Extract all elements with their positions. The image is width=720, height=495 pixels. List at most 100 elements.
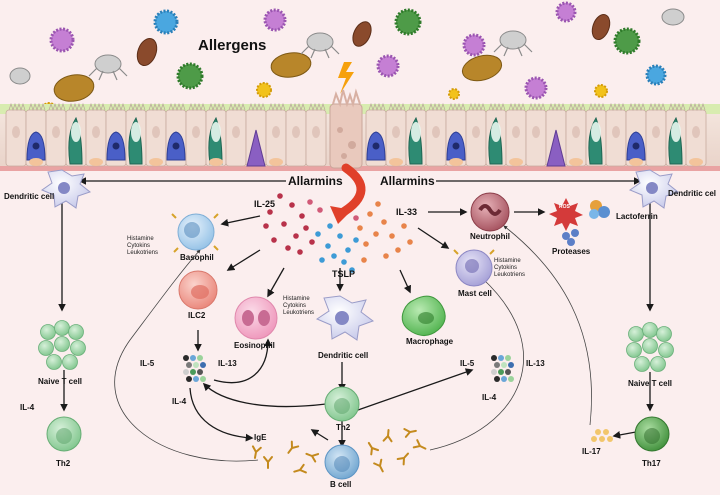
allarmins-label-right: Allarmins <box>380 174 435 188</box>
lactoferrin-label: Lactoferrin <box>616 212 658 221</box>
cytokine-particle <box>501 362 507 368</box>
cytokine-dot <box>299 213 305 219</box>
cytokine-particle <box>197 355 203 361</box>
basophil-label: Basophil <box>180 253 214 262</box>
cytokine-dot <box>345 247 351 253</box>
il17-label: IL-17 <box>582 447 601 456</box>
basal-nucleus <box>209 158 223 166</box>
cytokine-dot <box>373 231 379 237</box>
cytokine-dot <box>363 241 369 247</box>
proteases-icon <box>562 229 579 246</box>
th2-cell-center <box>324 386 360 422</box>
tuft-cell <box>546 129 566 167</box>
ilc2-label: ILC2 <box>188 311 206 320</box>
ilc2-cell <box>178 270 218 310</box>
naive-t-cell <box>68 324 84 340</box>
naive-t-cell <box>650 356 666 372</box>
antibody-icon <box>305 452 320 463</box>
il13-right-label: IL-13 <box>526 359 545 368</box>
antibody-icon <box>293 463 307 474</box>
cytokine-particle <box>200 362 206 368</box>
neutrophil-label: Neutrophil <box>470 232 510 241</box>
cytokine-dot <box>337 233 343 239</box>
naive-t-cell <box>38 340 54 356</box>
cytokine-particle <box>498 355 504 361</box>
eosinophil-cell <box>234 296 278 340</box>
mast-cell-mediators: Histamine Cytokins Leukotriens <box>494 258 526 278</box>
th2-cell-left <box>46 416 82 452</box>
basal-nucleus <box>509 158 523 166</box>
neutrophil-cell <box>470 192 510 232</box>
b-cell-label: B cell <box>330 480 352 489</box>
mast-cell-label: Mast cell <box>458 289 492 298</box>
cytokine-dot <box>309 239 315 245</box>
naive-t-cell <box>658 342 674 358</box>
naive-t-cell <box>634 356 650 372</box>
cytokine-dot <box>357 225 363 231</box>
cytokine-dot <box>267 209 273 215</box>
cytokine-dot <box>401 223 407 229</box>
cytokine-dot <box>319 257 325 263</box>
pathway-arrows <box>58 177 654 448</box>
antibody-icon <box>263 456 273 469</box>
basal-nucleus <box>269 158 283 166</box>
il17-dots <box>591 429 613 442</box>
basal-nucleus <box>449 158 463 166</box>
allergens-title: Allergens <box>198 37 267 54</box>
il5-left-label: IL-5 <box>140 359 155 368</box>
cytokine-particle <box>505 369 511 375</box>
cytokine-particle <box>197 369 203 375</box>
cytokine-particle <box>491 369 497 375</box>
epithelial-cells <box>5 102 707 167</box>
cytokine-dot <box>315 231 321 237</box>
cytokine-dot <box>349 267 355 273</box>
tslp-label: TSLP <box>332 269 356 279</box>
basal-nucleus <box>689 158 703 166</box>
il-cytokine-cluster-right <box>491 355 514 382</box>
cytokine-dot <box>281 221 287 227</box>
th17-label: Th17 <box>642 459 661 468</box>
antibody-icon <box>251 428 427 474</box>
cytokine-particle <box>491 355 497 361</box>
dendritic-cell-left-label: Dendritic cell <box>4 192 55 201</box>
cytokine-dot <box>325 243 331 249</box>
dendritic-cell-left <box>40 169 92 209</box>
cytokine-particle <box>183 369 189 375</box>
ros-burst-icon <box>549 198 583 231</box>
proteases-label: Proteases <box>552 247 591 256</box>
mite-legs <box>88 43 533 81</box>
naive-t-cell <box>54 320 70 336</box>
antibody-icon <box>403 428 417 438</box>
th17-cell <box>634 416 670 452</box>
il5-right-label: IL-5 <box>460 359 475 368</box>
b-cell <box>324 444 360 480</box>
naive-t-cell <box>40 324 56 340</box>
cytokine-particle <box>200 376 206 382</box>
lactoferrin-icon <box>589 200 610 219</box>
damaged-cell <box>329 88 363 169</box>
cytokine-dot <box>381 219 387 225</box>
antibody-icon <box>373 458 384 473</box>
naive-t-cell-cluster-left <box>38 320 86 370</box>
antibody-icon <box>287 440 300 454</box>
il25-label: IL-25 <box>254 199 276 209</box>
basal-nucleus <box>569 158 583 166</box>
cytokine-particle <box>505 355 511 361</box>
cytokine-dot <box>389 233 395 239</box>
cytokine-particle <box>190 355 196 361</box>
cytokine-particle <box>186 362 192 368</box>
dendritic-cell-right-label: Dendritic cel <box>668 189 717 198</box>
eosinophil-mediators: Histamine Cytokins Leukotriens <box>283 296 315 316</box>
mite-icon <box>9 8 685 85</box>
cytokine-particle <box>498 369 504 375</box>
naive-t-cell-left-label: Naive T cell <box>38 377 83 386</box>
basal-nucleus <box>389 158 403 166</box>
cytokine-particle <box>190 369 196 375</box>
cytokine-dot <box>367 211 373 217</box>
naive-t-cell <box>642 338 658 354</box>
naive-t-cell <box>70 340 86 356</box>
cytokine-dots <box>263 193 413 273</box>
cytokine-dot <box>395 247 401 253</box>
